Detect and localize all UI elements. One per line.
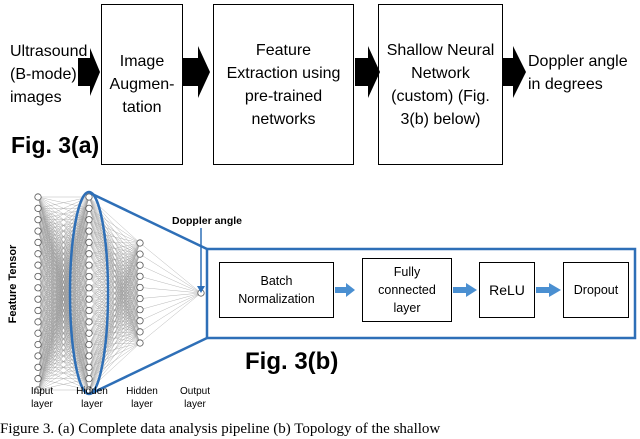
network-node — [35, 353, 41, 359]
network-node — [86, 319, 92, 325]
network-connection — [140, 293, 201, 321]
arrow-augmentation-to-extraction — [183, 46, 210, 98]
network-node — [35, 228, 41, 234]
network-node — [137, 329, 143, 335]
network-node — [86, 251, 92, 257]
network-node — [35, 330, 41, 336]
network-node — [35, 273, 41, 279]
network-node — [35, 364, 41, 370]
network-node — [86, 375, 92, 381]
network-node — [35, 194, 41, 200]
network-node — [35, 205, 41, 211]
network-node — [137, 295, 143, 301]
network-node — [86, 364, 92, 370]
network-node — [86, 273, 92, 279]
network-node — [137, 306, 143, 312]
figure-label-3a: Fig. 3(a) — [11, 132, 99, 158]
network-node — [35, 262, 41, 268]
network-node — [86, 228, 92, 234]
network-node — [86, 239, 92, 245]
network-node — [35, 251, 41, 257]
network-node — [86, 217, 92, 223]
block-relu: ReLU — [479, 262, 535, 318]
network-node — [35, 239, 41, 245]
network-connection — [140, 265, 201, 293]
pipeline-step-augmentation: Image Augmen- tation — [101, 4, 183, 165]
arrow-extraction-to-shallow — [355, 46, 380, 98]
pipeline-input-label: Ultrasound (B-mode) images — [10, 40, 87, 109]
network-node — [137, 340, 143, 346]
network-node — [86, 330, 92, 336]
pipeline-step-feature-extraction: Feature Extraction using pre-trained net… — [213, 4, 354, 165]
block-dropout: Dropout — [563, 262, 629, 318]
network-node — [137, 262, 143, 268]
pipeline-output-label: Doppler angle in degrees — [528, 50, 628, 96]
network-node — [137, 251, 143, 257]
network-node — [86, 205, 92, 211]
network-node — [35, 307, 41, 313]
network-connection — [140, 293, 201, 343]
output-layer-label: Output layer — [175, 385, 215, 411]
network-node — [137, 273, 143, 279]
arrow-fc-to-relu — [453, 283, 477, 297]
network-node — [137, 284, 143, 290]
network-node — [137, 318, 143, 324]
doppler-angle-label: Doppler angle — [172, 215, 242, 228]
hidden-layer-2-label: Hidden layer — [122, 385, 162, 411]
network-node — [86, 262, 92, 268]
network-node — [86, 341, 92, 347]
figure-label-3b: Fig. 3(b) — [245, 349, 338, 375]
arrow-shallow-to-output — [503, 46, 526, 98]
network-node — [86, 353, 92, 359]
network-node — [35, 217, 41, 223]
network-connection — [140, 276, 201, 293]
network-node — [86, 307, 92, 313]
hidden-layer-1-label: Hidden layer — [72, 385, 112, 411]
network-node — [86, 296, 92, 302]
network-node — [35, 341, 41, 347]
network-connection — [140, 293, 201, 310]
network-node — [35, 319, 41, 325]
figure-caption: Figure 3. (a) Complete data analysis pip… — [0, 419, 640, 439]
block-batch-normalization: Batch Normalization — [219, 262, 334, 318]
network-node — [35, 285, 41, 291]
network-connection — [140, 287, 201, 293]
network-connection — [140, 293, 201, 299]
network-node — [35, 296, 41, 302]
arrow-bn-to-fc — [335, 283, 355, 297]
network-connection — [140, 254, 201, 293]
pipeline-step-shallow-network: Shallow Neural Network (custom) (Fig. 3(… — [378, 4, 503, 165]
network-connection — [140, 293, 201, 332]
block-fully-connected: Fully connected layer — [362, 258, 452, 322]
arrow-relu-to-dropout — [536, 283, 561, 297]
network-node — [86, 285, 92, 291]
network-connection — [140, 243, 201, 293]
feature-tensor-label: Feature Tensor — [6, 236, 20, 332]
network-node — [137, 240, 143, 246]
network-node — [35, 375, 41, 381]
input-layer-label: Input layer — [24, 385, 60, 411]
